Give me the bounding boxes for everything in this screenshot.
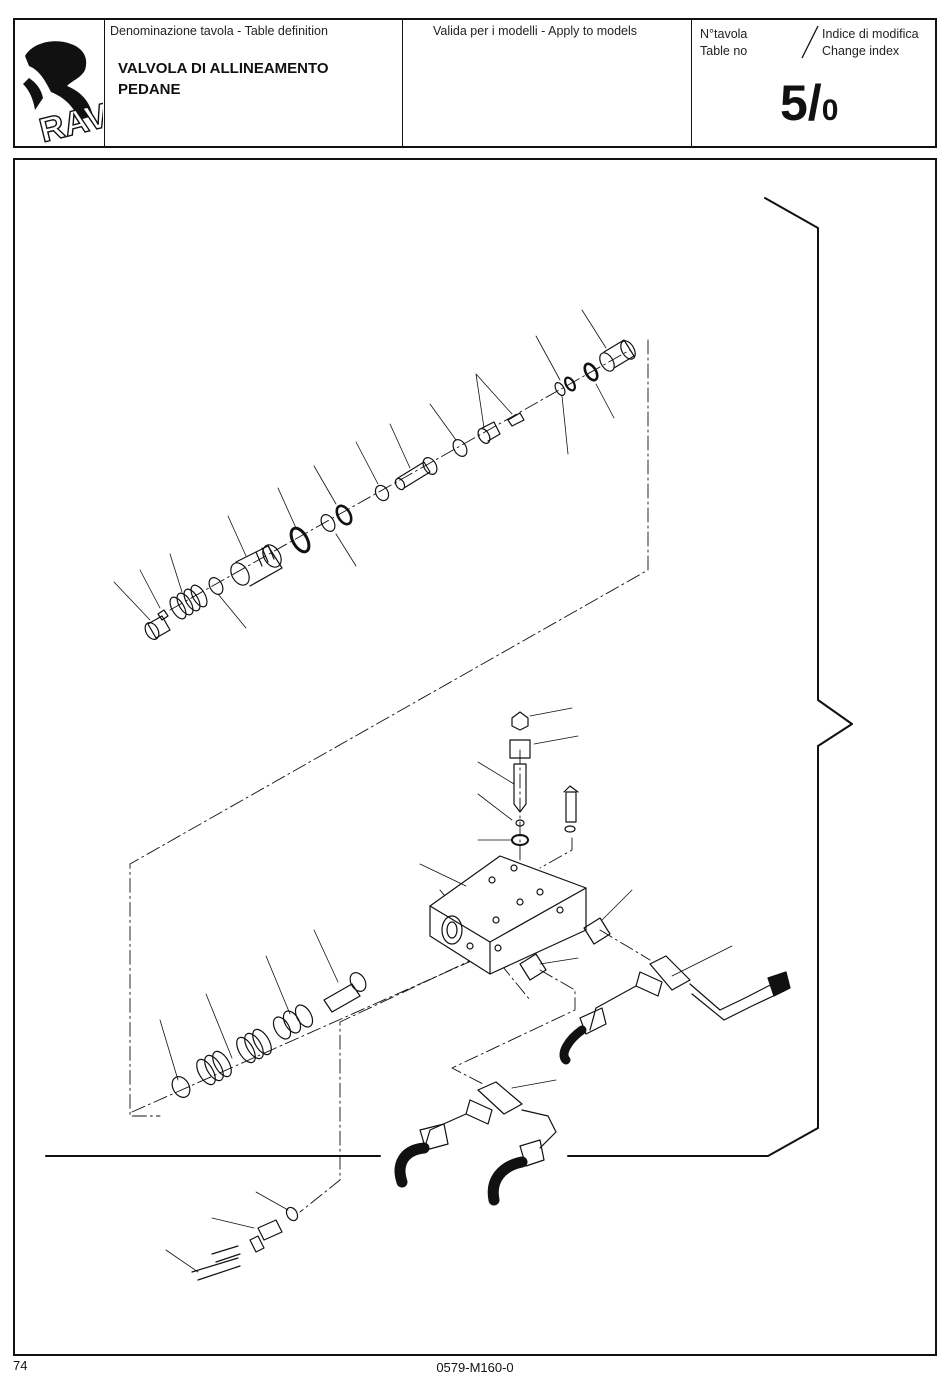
- bracket-right: [568, 198, 852, 1156]
- upper-spool-assembly: [142, 338, 638, 641]
- piston-part: [394, 455, 440, 491]
- valve-seat-part: [476, 422, 500, 445]
- threaded-plug-part: [227, 542, 285, 589]
- pressure-switch-assembly: [192, 1205, 300, 1280]
- hose-fittings: [564, 956, 790, 1060]
- leader-lines-upper: [114, 310, 614, 628]
- disc-part: [450, 437, 469, 459]
- valve-body: [430, 856, 586, 974]
- end-cap-part: [142, 610, 170, 642]
- o-ring-large: [287, 525, 312, 555]
- washer-part: [206, 575, 225, 597]
- lower-spool-assembly: [169, 970, 369, 1101]
- hose-fittings-lower: [400, 1082, 556, 1200]
- filter-right: [584, 918, 610, 944]
- spring-part: [167, 583, 210, 622]
- o-ring-small: [334, 503, 354, 526]
- document-code: 0579-M160-0: [0, 1360, 950, 1375]
- small-screw-part: [508, 413, 524, 426]
- back-ring: [318, 512, 337, 534]
- assembly-guide-lines: [130, 340, 650, 1212]
